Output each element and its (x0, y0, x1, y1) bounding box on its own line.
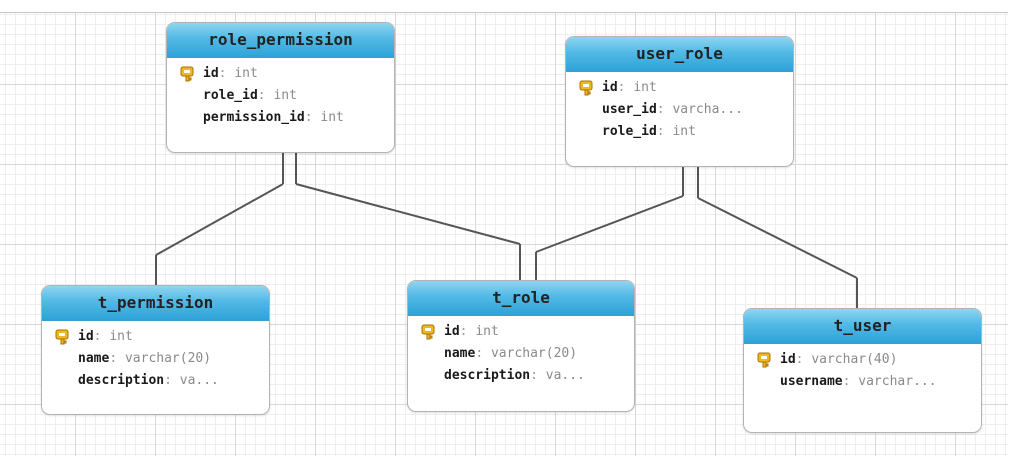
relation-t_role-user_role (535, 166, 684, 284)
relation-line (535, 195, 684, 253)
field-name: id (78, 329, 94, 344)
entity-fields: id: int user_id: varcha... role_id: int (566, 72, 793, 143)
field-name: name (444, 346, 476, 361)
field-name: id (602, 80, 618, 95)
field-separator: : (656, 124, 673, 139)
field-type: va... (179, 373, 219, 388)
field-name: permission_id (203, 110, 305, 125)
field-separator: : (475, 346, 491, 361)
entity-title: t_permission (42, 286, 269, 321)
field-type: int (672, 124, 696, 139)
field-name: role_id (203, 88, 258, 103)
relation-line (697, 197, 858, 279)
relation-line (295, 183, 521, 245)
field-separator: : (795, 352, 812, 367)
field-row[interactable]: id: int (566, 77, 793, 99)
field-separator: : (93, 329, 110, 344)
field-name: id (203, 66, 219, 81)
field-separator: : (530, 368, 546, 383)
field-row[interactable]: user_id: varcha... (566, 99, 793, 121)
field-type: varchar(20) (124, 351, 212, 366)
field-name: role_id (602, 124, 657, 139)
field-separator: : (842, 374, 859, 389)
field-name: id (780, 352, 796, 367)
field-row[interactable]: permission_id: int (167, 107, 394, 129)
field-type: int (475, 324, 499, 339)
entity-role_permission[interactable]: role_permission id: int role_id: int per… (166, 22, 395, 153)
field-type: varchar... (858, 374, 937, 389)
key-icon (421, 324, 435, 340)
field-separator: : (656, 102, 673, 117)
field-row[interactable]: role_id: int (167, 85, 394, 107)
field-separator: : (257, 88, 274, 103)
field-name: description (444, 368, 531, 383)
canvas-top-edge (0, 0, 1020, 13)
relation-line (155, 183, 284, 256)
entity-user_role[interactable]: user_role id: int user_id: varcha... rol… (565, 36, 794, 167)
entity-fields: id: int name: varchar(20) description: v… (42, 321, 269, 392)
field-type: int (273, 88, 297, 103)
field-separator: : (164, 373, 180, 388)
field-type: varchar(40) (811, 352, 898, 367)
field-name: username (780, 374, 843, 389)
field-separator: : (218, 66, 235, 81)
field-separator: : (617, 80, 634, 95)
field-type: int (234, 66, 258, 81)
entity-fields: id: varchar(40) username: varchar... (744, 344, 981, 393)
entity-t_user[interactable]: t_user id: varchar(40) username: varchar… (743, 308, 982, 433)
field-type: varchar(20) (490, 346, 578, 361)
field-type: va... (545, 368, 585, 383)
key-icon (180, 66, 194, 82)
canvas-bottom-edge (0, 456, 1020, 463)
entity-fields: id: int name: varchar(20) description: v… (408, 316, 634, 387)
field-row[interactable]: description: va... (42, 370, 269, 392)
field-row[interactable]: id: int (42, 326, 269, 348)
field-row[interactable]: id: int (408, 321, 634, 343)
field-row[interactable]: role_id: int (566, 121, 793, 143)
key-icon (757, 352, 771, 368)
field-row[interactable]: username: varchar... (744, 371, 981, 393)
relation-t_role-role_permission (295, 152, 521, 284)
field-row[interactable]: id: int (167, 63, 394, 85)
field-type: int (109, 329, 133, 344)
entity-title: role_permission (167, 23, 394, 58)
field-row[interactable]: name: varchar(20) (42, 348, 269, 370)
key-icon (579, 80, 593, 96)
field-row[interactable]: name: varchar(20) (408, 343, 634, 365)
relation-t_permission-role_permission (155, 152, 284, 290)
entity-title: t_user (744, 309, 981, 344)
key-icon (55, 329, 69, 345)
field-name: id (444, 324, 460, 339)
field-separator: : (304, 110, 321, 125)
field-name: user_id (602, 102, 657, 117)
field-separator: : (109, 351, 125, 366)
relation-t_user-user_role (697, 166, 858, 312)
field-row[interactable]: description: va... (408, 365, 634, 387)
field-separator: : (459, 324, 476, 339)
entity-t_permission[interactable]: t_permission id: int name: varchar(20) d… (41, 285, 270, 415)
entity-fields: id: int role_id: int permission_id: int (167, 58, 394, 129)
canvas-right-edge (1008, 0, 1020, 463)
entity-title: t_role (408, 281, 634, 316)
field-name: description (78, 373, 165, 388)
field-name: name (78, 351, 110, 366)
field-row[interactable]: id: varchar(40) (744, 349, 981, 371)
entity-t_role[interactable]: t_role id: int name: varchar(20) descrip… (407, 280, 635, 412)
entity-title: user_role (566, 37, 793, 72)
field-type: varcha... (672, 102, 743, 117)
field-type: int (633, 80, 657, 95)
field-type: int (320, 110, 344, 125)
